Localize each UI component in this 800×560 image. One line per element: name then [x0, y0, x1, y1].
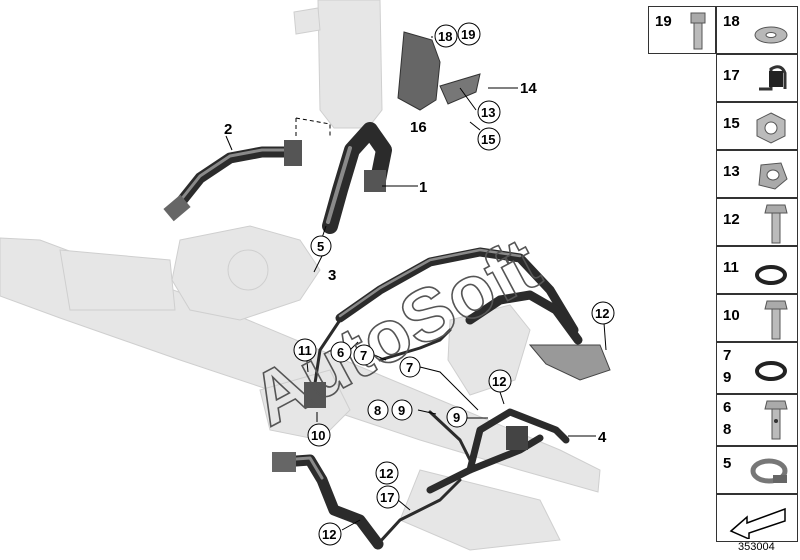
hex-bolt-icon	[764, 204, 788, 244]
seal-ring-icon	[755, 361, 787, 381]
legend-label-8: 8	[723, 421, 732, 438]
callout-circle-18	[434, 24, 458, 48]
legend-label-11: 11	[723, 259, 739, 276]
callout-5: 5	[317, 239, 324, 254]
legend-cell-12: 12	[716, 198, 798, 246]
legend-cell-6-8: 6 8	[716, 394, 798, 446]
callout-7a: 7	[360, 348, 367, 363]
callout-7b: 7	[406, 360, 413, 375]
legend-cell-15: 15	[716, 102, 798, 150]
callout-4: 4	[598, 429, 607, 446]
bracket-12	[528, 344, 611, 381]
callout-circle-7a	[353, 344, 375, 366]
reference-number: 353004	[738, 541, 775, 553]
hose-1	[322, 122, 392, 234]
legend-cell-18: 18	[716, 6, 798, 54]
circled-callouts: 5 6 7 7 8 9 9 10 11 12 12 12 12 13 15 17	[293, 22, 615, 546]
callout-12b: 12	[492, 374, 506, 389]
legend-label-12: 12	[723, 211, 740, 228]
steering-rack-ghost	[0, 237, 601, 551]
legend-label-13: 13	[723, 163, 740, 180]
legend-cell-5: 5	[716, 446, 798, 494]
legend-cell-arrow	[716, 494, 798, 542]
callout-circle-9b	[446, 406, 468, 428]
callout-circle-15	[477, 127, 501, 151]
callout-circle-9a	[391, 399, 413, 421]
banjo-bolt-icon	[764, 400, 788, 440]
lower-hose	[272, 452, 462, 550]
direction-arrow-icon	[729, 507, 786, 539]
callout-circle-12c	[375, 461, 399, 485]
legend-label-6: 6	[723, 399, 732, 416]
washer-icon	[754, 26, 788, 44]
reservoir-ghost	[293, 0, 383, 129]
callout-circle-11	[293, 338, 317, 362]
leader-lines	[225, 36, 607, 531]
legend-cell-11: 11	[716, 246, 798, 294]
legend-cell-19: 19	[648, 6, 716, 54]
callout-circle-12d	[318, 522, 342, 546]
legend-label-10: 10	[723, 307, 740, 324]
callout-9a: 9	[398, 403, 405, 418]
callout-11: 11	[298, 343, 312, 358]
fitting-10	[304, 382, 326, 408]
callout-9b: 9	[453, 410, 460, 425]
callout-8: 8	[374, 403, 381, 418]
hose-clip-icon	[759, 65, 787, 91]
long-bolt-icon	[764, 300, 788, 340]
callout-circle-19	[457, 22, 481, 46]
pressure-line-3	[312, 247, 583, 392]
callout-3: 3	[328, 267, 336, 284]
callout-circle-5	[310, 235, 332, 257]
callout-circle-12b	[488, 369, 512, 393]
callout-circle-17	[376, 485, 400, 509]
bolt-icon	[690, 12, 706, 50]
callout-2: 2	[224, 121, 232, 138]
flange-nut-icon	[758, 162, 788, 190]
callout-19: 19	[461, 27, 475, 42]
legend-label-5: 5	[723, 455, 732, 472]
callout-16: 16	[410, 119, 427, 136]
legend-label-19: 19	[655, 13, 672, 30]
callout-12a: 12	[595, 306, 609, 321]
legend-cell-17: 17	[716, 54, 798, 102]
callout-10: 10	[311, 428, 325, 443]
bracket-16	[397, 31, 481, 111]
callout-circle-10	[307, 423, 331, 447]
return-line-4	[378, 328, 570, 494]
legend-cell-13: 13	[716, 150, 798, 198]
hex-nut-icon	[756, 112, 786, 144]
hose-clamp-icon	[750, 458, 788, 484]
callout-1: 1	[419, 179, 427, 196]
callout-12c: 12	[379, 466, 393, 481]
callout-12d: 12	[322, 527, 336, 542]
hose-2	[163, 140, 302, 222]
callout-15: 15	[481, 132, 495, 147]
callout-13: 13	[481, 105, 495, 120]
callout-circle-7b	[399, 356, 421, 378]
pump-ghost	[171, 225, 321, 321]
legend-label-7: 7	[723, 347, 732, 364]
callout-circle-6	[330, 341, 352, 363]
callout-6: 6	[337, 345, 344, 360]
callout-circle-12a	[591, 301, 615, 325]
callout-circle-13	[477, 100, 501, 124]
callout-circle-8	[367, 399, 389, 421]
legend-label-17: 17	[723, 67, 740, 84]
legend-label-9: 9	[723, 369, 732, 386]
callout-17: 17	[380, 490, 394, 505]
plain-callouts: 1 2 3 4 14 16	[224, 80, 607, 446]
legend-label-15: 15	[723, 115, 740, 132]
legend-label-18: 18	[723, 13, 740, 30]
callout-14: 14	[520, 80, 537, 97]
callout-18: 18	[438, 29, 452, 44]
o-ring-icon	[755, 265, 787, 285]
legend-cell-7-9: 7 9	[716, 342, 798, 394]
legend-cell-10: 10	[716, 294, 798, 342]
